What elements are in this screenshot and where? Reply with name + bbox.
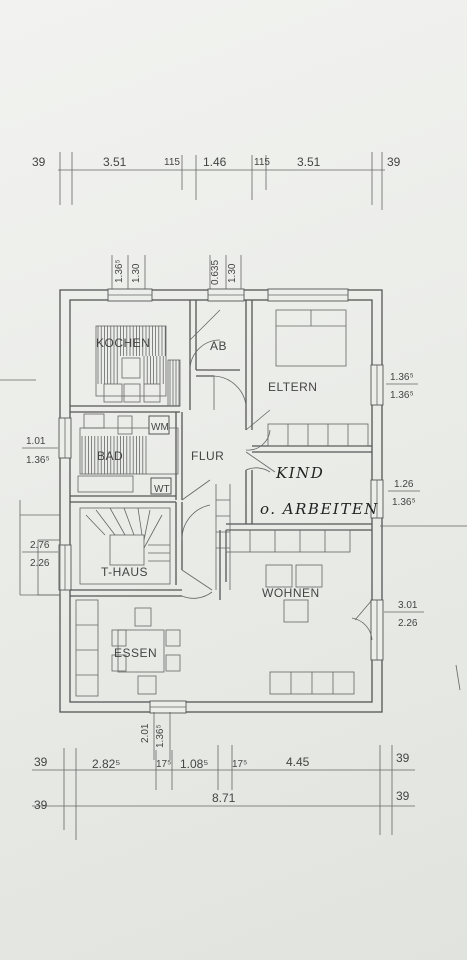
bottom-row2-dim-2: 8.71 — [212, 791, 236, 805]
room-wt: WT — [154, 484, 170, 495]
right-kind-dim-a: 1.26 — [394, 479, 414, 490]
room-essen: ESSEN — [114, 646, 157, 660]
room-flur: FLUR — [191, 449, 224, 463]
essen-furniture — [75, 599, 181, 697]
bottom-dim-3: 17⁵ — [156, 759, 171, 770]
top-dim-4: 1.46 — [203, 155, 227, 169]
right-kind-dim-b: 1.36⁵ — [392, 497, 416, 508]
bottom-row2-dim-1: 39 — [34, 798, 48, 812]
kitchen-dim-a: 1.36⁵ — [114, 259, 125, 283]
bad-fixtures — [77, 413, 179, 495]
bottom-dim-7: 39 — [396, 751, 410, 765]
left-bad-dim-b: 1.36⁵ — [26, 455, 50, 466]
wohnen-seating — [265, 564, 355, 695]
right-wohnen-dim-a: 3.01 — [398, 600, 418, 611]
essen-dim-a: 2.01 — [140, 723, 151, 743]
left-thaus-dim-a: 2.76 — [30, 540, 50, 551]
kitchen-hatching — [97, 326, 180, 406]
top-dim-3: 115 — [164, 157, 180, 168]
room-kind-arbeiten: o. ARBEITEN — [260, 500, 379, 518]
kitchen-dim-b: 1.30 — [131, 263, 142, 283]
bottom-dim-1: 39 — [34, 755, 48, 769]
room-wohnen: WOHNEN — [262, 586, 320, 600]
room-thaus: T-HAUS — [101, 565, 148, 579]
top-dim-1: 39 — [32, 155, 46, 169]
kitchen-counter — [95, 325, 181, 407]
top-dim-2: 3.51 — [103, 155, 127, 169]
right-eltern-dim-b: 1.36⁵ — [390, 390, 414, 401]
side-dimensions: 1.01 1.36⁵ 2.76 2.26 1.36⁵ 1.36⁵ 1.26 1.… — [0, 372, 467, 691]
room-wm: WM — [151, 422, 169, 433]
room-kochen: KOCHEN — [96, 336, 150, 350]
top-dim-6: 3.51 — [297, 155, 321, 169]
bottom-dim-6: 4.45 — [286, 755, 310, 769]
bottom-dimension-lines: 39 2.82⁵ 17⁵ 1.08⁵ 17⁵ 4.45 39 39 8.71 3… — [32, 745, 415, 840]
left-thaus-dim-b: 2.26 — [30, 558, 50, 569]
top-dim-5: 115 — [254, 157, 270, 168]
room-eltern: ELTERN — [268, 380, 317, 394]
bottom-row2-dim-3: 39 — [396, 789, 410, 803]
bad-hatching — [81, 436, 147, 474]
door-swings — [181, 309, 373, 641]
wohnen-shelf — [225, 529, 351, 553]
kitchen-fixtures — [103, 357, 161, 403]
essen-dim-b: 1.36⁵ — [155, 724, 166, 748]
essen-window-dims: 2.01 1.36⁵ — [140, 712, 171, 760]
ab-dim-b: 1.30 — [227, 263, 238, 283]
bottom-dim-2: 2.82⁵ — [92, 757, 120, 771]
top-dim-7: 39 — [387, 155, 401, 169]
bottom-dim-4: 1.08⁵ — [180, 757, 208, 771]
eltern-bed — [275, 309, 347, 367]
right-wohnen-dim-b: 2.26 — [398, 618, 418, 629]
right-eltern-dim-a: 1.36⁵ — [390, 372, 414, 383]
outer-walls — [58, 288, 384, 714]
room-kind: KIND — [275, 464, 324, 482]
stairs — [79, 484, 231, 590]
left-bad-dim-a: 1.01 — [26, 436, 46, 447]
room-ab: AB — [210, 339, 227, 353]
top-dimension-line: 39 3.51 115 1.46 115 3.51 39 — [32, 152, 401, 210]
room-labels: KOCHEN AB ELTERN BAD WM WT FLUR KIND o. … — [96, 336, 379, 660]
bottom-dim-5: 17⁵ — [232, 759, 247, 770]
eltern-wardrobe — [267, 423, 369, 447]
room-bad: BAD — [97, 449, 123, 463]
ab-dim-a: 0.635 — [210, 260, 221, 285]
